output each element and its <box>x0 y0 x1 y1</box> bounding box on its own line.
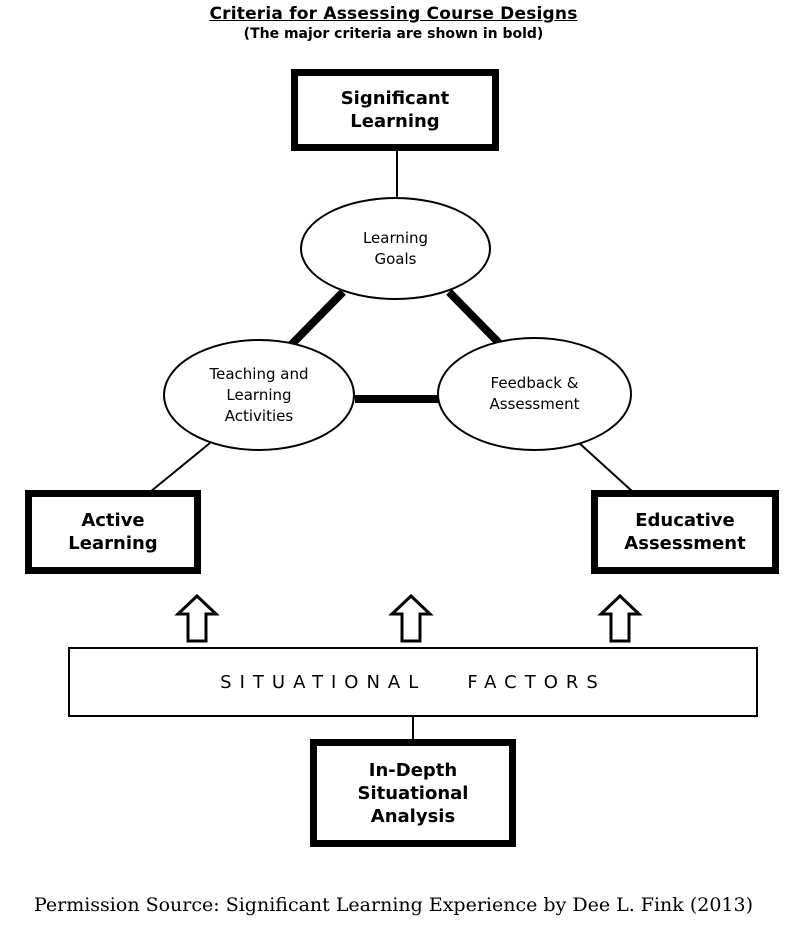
connector-feedback-to-educative <box>577 441 634 493</box>
feedback-assessment-label: Feedback & Assessment <box>489 374 580 413</box>
learning-goals-ellipse: Learning Goals <box>300 197 491 300</box>
situational-factors-label: SITUATIONAL FACTORS <box>220 671 606 693</box>
up-arrow-left <box>174 593 220 643</box>
educative-assessment-label: Educative Assessment <box>624 510 746 554</box>
connector-teaching-to-active <box>149 442 211 493</box>
diagram-subtitle: (The major criteria are shown in bold) <box>243 26 544 42</box>
educative-assessment-box: Educative Assessment <box>591 490 779 574</box>
edge-goals-to-teaching <box>285 289 346 351</box>
in-depth-analysis-label: In-Depth Situational Analysis <box>357 759 469 827</box>
teaching-activities-label: Teaching and Learning Activities <box>209 364 309 425</box>
significant-learning-box: Significant Learning <box>291 69 499 151</box>
feedback-assessment-ellipse: Feedback & Assessment <box>437 337 632 451</box>
diagram-title: Criteria for Assessing Course Designs <box>209 4 578 24</box>
up-arrow-center <box>388 593 434 643</box>
significant-learning-label: Significant Learning <box>340 88 450 132</box>
active-learning-box: Active Learning <box>25 490 201 574</box>
edge-goals-to-feedback <box>446 289 502 346</box>
permission-caption: Permission Source: Significant Learning … <box>33 894 754 916</box>
situational-factors-box: SITUATIONAL FACTORS <box>68 647 758 717</box>
active-learning-label: Active Learning <box>68 510 158 554</box>
teaching-activities-ellipse: Teaching and Learning Activities <box>163 339 355 451</box>
in-depth-analysis-box: In-Depth Situational Analysis <box>310 739 516 847</box>
learning-goals-label: Learning Goals <box>362 228 429 268</box>
up-arrow-right <box>597 593 643 643</box>
